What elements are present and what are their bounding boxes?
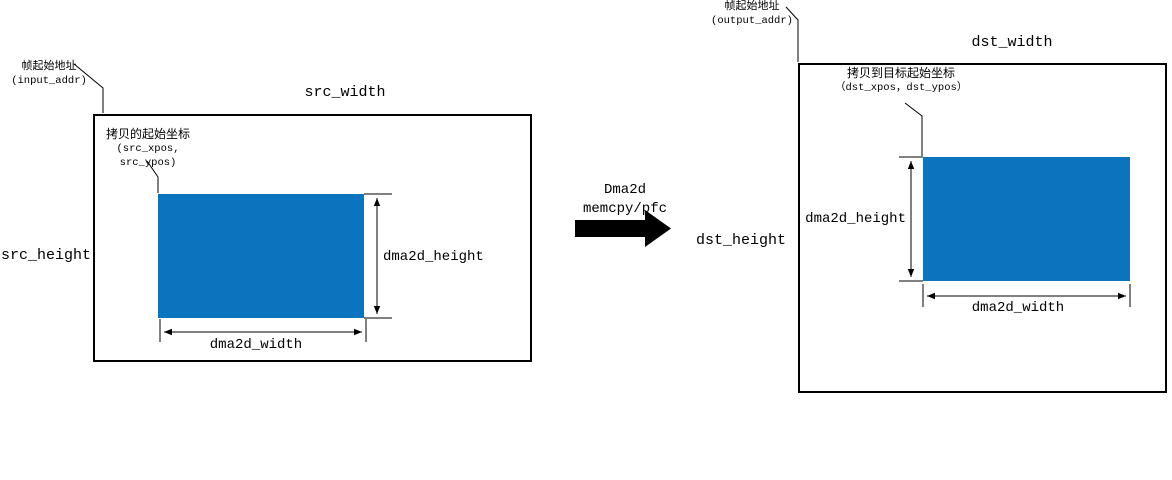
dst-copy-region-rect bbox=[923, 157, 1130, 281]
dst-copy-origin-leader-line bbox=[904, 102, 923, 156]
src-frame-addr-callout: 帧起始地址 (input_addr) bbox=[6, 60, 92, 88]
src-copy-origin-leader-line bbox=[146, 160, 159, 193]
transfer-label-line1: Dma2d bbox=[603, 182, 646, 198]
dst-copy-origin-var: （dst_xpos，dst_ypos） bbox=[835, 82, 968, 94]
dst-frame-addr-callout: 帧起始地址 (output_addr) bbox=[710, 0, 794, 28]
dst-height-label: dst_height bbox=[695, 232, 786, 249]
dst-region-height-label: dma2d_height bbox=[805, 211, 906, 227]
dst-frame-addr-leader-line bbox=[785, 6, 799, 62]
dst-frame-addr-text: 帧起始地址 bbox=[724, 1, 780, 13]
src-copy-origin-text: 拷贝的起始坐标 bbox=[105, 128, 190, 142]
src-frame-addr-leader-line bbox=[73, 63, 104, 113]
src-copy-region-rect bbox=[158, 194, 364, 318]
src-region-height-label: dma2d_height bbox=[383, 249, 484, 265]
src-height-label: src_height bbox=[0, 247, 91, 264]
transfer-arrow bbox=[575, 210, 671, 247]
dst-frame-addr-var: (output_addr) bbox=[711, 15, 793, 27]
src-frame-addr-text: 帧起始地址 bbox=[21, 61, 77, 73]
src-region-width-label: dma2d_width bbox=[209, 337, 303, 353]
dst-copy-origin-callout: 拷贝到目标起始坐标 （dst_xpos，dst_ypos） bbox=[835, 67, 967, 95]
src-width-label: src_width bbox=[304, 84, 386, 101]
dst-region-width-label: dma2d_width bbox=[971, 300, 1065, 316]
dst-width-label: dst_width bbox=[971, 34, 1053, 51]
dst-copy-origin-text: 拷贝到目标起始坐标 bbox=[846, 67, 955, 81]
src-frame-addr-var: (input_addr) bbox=[11, 75, 87, 87]
